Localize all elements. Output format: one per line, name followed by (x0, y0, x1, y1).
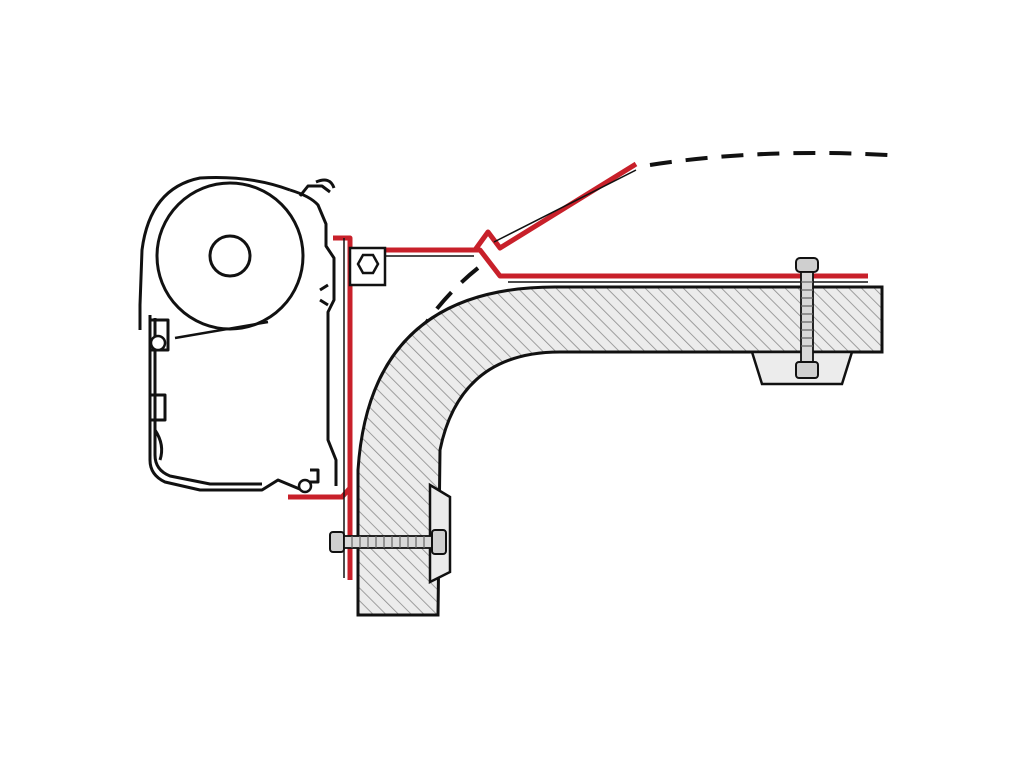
awning-roll (155, 181, 305, 340)
roof-profile-dashed (649, 150, 889, 167)
adapter-bracket-outline (343, 169, 868, 578)
bolt-icon (329, 529, 447, 555)
cassette-pivot-icon (149, 334, 313, 494)
hex-nut-icon (348, 246, 387, 287)
adapter-bracket-lower-flange (288, 486, 352, 500)
rail-bolt (795, 257, 819, 379)
awning-cassette (138, 176, 338, 492)
adapter-bracket (333, 161, 868, 580)
